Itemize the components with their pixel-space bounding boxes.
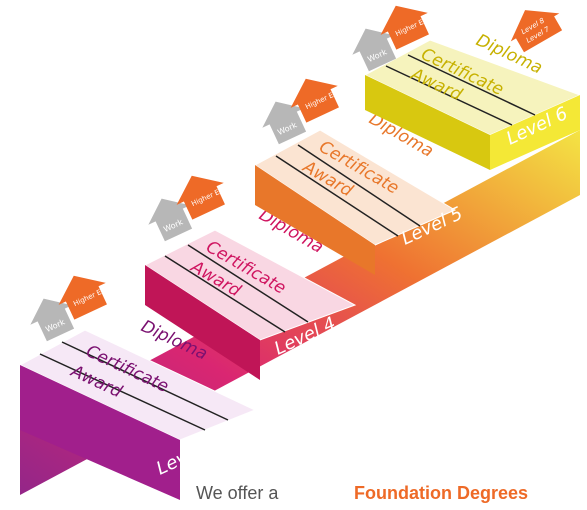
- step-level-6: Award Certificate Diploma Level 6: [363, 30, 582, 170]
- progression-arrows-level-5: Work Higher Education: [262, 78, 362, 145]
- divider-line: [164, 255, 286, 333]
- caption-lead: We offer a: [196, 483, 279, 503]
- divider-line: [187, 244, 309, 323]
- work-arrow: [352, 28, 397, 72]
- divider-line: [297, 144, 421, 227]
- higher-education-arrow: [380, 5, 429, 50]
- higher-education-arrow: [290, 78, 339, 123]
- caption-highlight: Foundation Degrees: [354, 483, 529, 503]
- caption: We offer a Foundation Degrees: [0, 483, 587, 507]
- divider-line: [385, 65, 513, 126]
- step-riser-level-6: [365, 75, 490, 170]
- progression-arrows-level-3: Work Higher Education: [30, 275, 130, 342]
- step-side-level-6: [490, 95, 580, 170]
- divider-line: [61, 341, 229, 421]
- work-arrow: [30, 298, 75, 342]
- step-riser-level-3: [20, 365, 180, 500]
- step-riser-level-4: [145, 265, 260, 380]
- divider-line: [275, 155, 399, 237]
- divider-line: [39, 353, 206, 431]
- next-levels-arrow-shape: [510, 10, 563, 53]
- divider-line: [407, 54, 536, 116]
- step-riser-level-5: [255, 165, 375, 275]
- higher-education-arrow: [58, 275, 107, 320]
- work-arrow: [148, 198, 193, 242]
- next-levels-arrow: Level 8 Level 7: [510, 10, 563, 53]
- progression-arrows-level-4: Work Higher Education: [148, 175, 248, 242]
- higher-education-arrow: [176, 175, 225, 220]
- work-arrow: [262, 101, 307, 145]
